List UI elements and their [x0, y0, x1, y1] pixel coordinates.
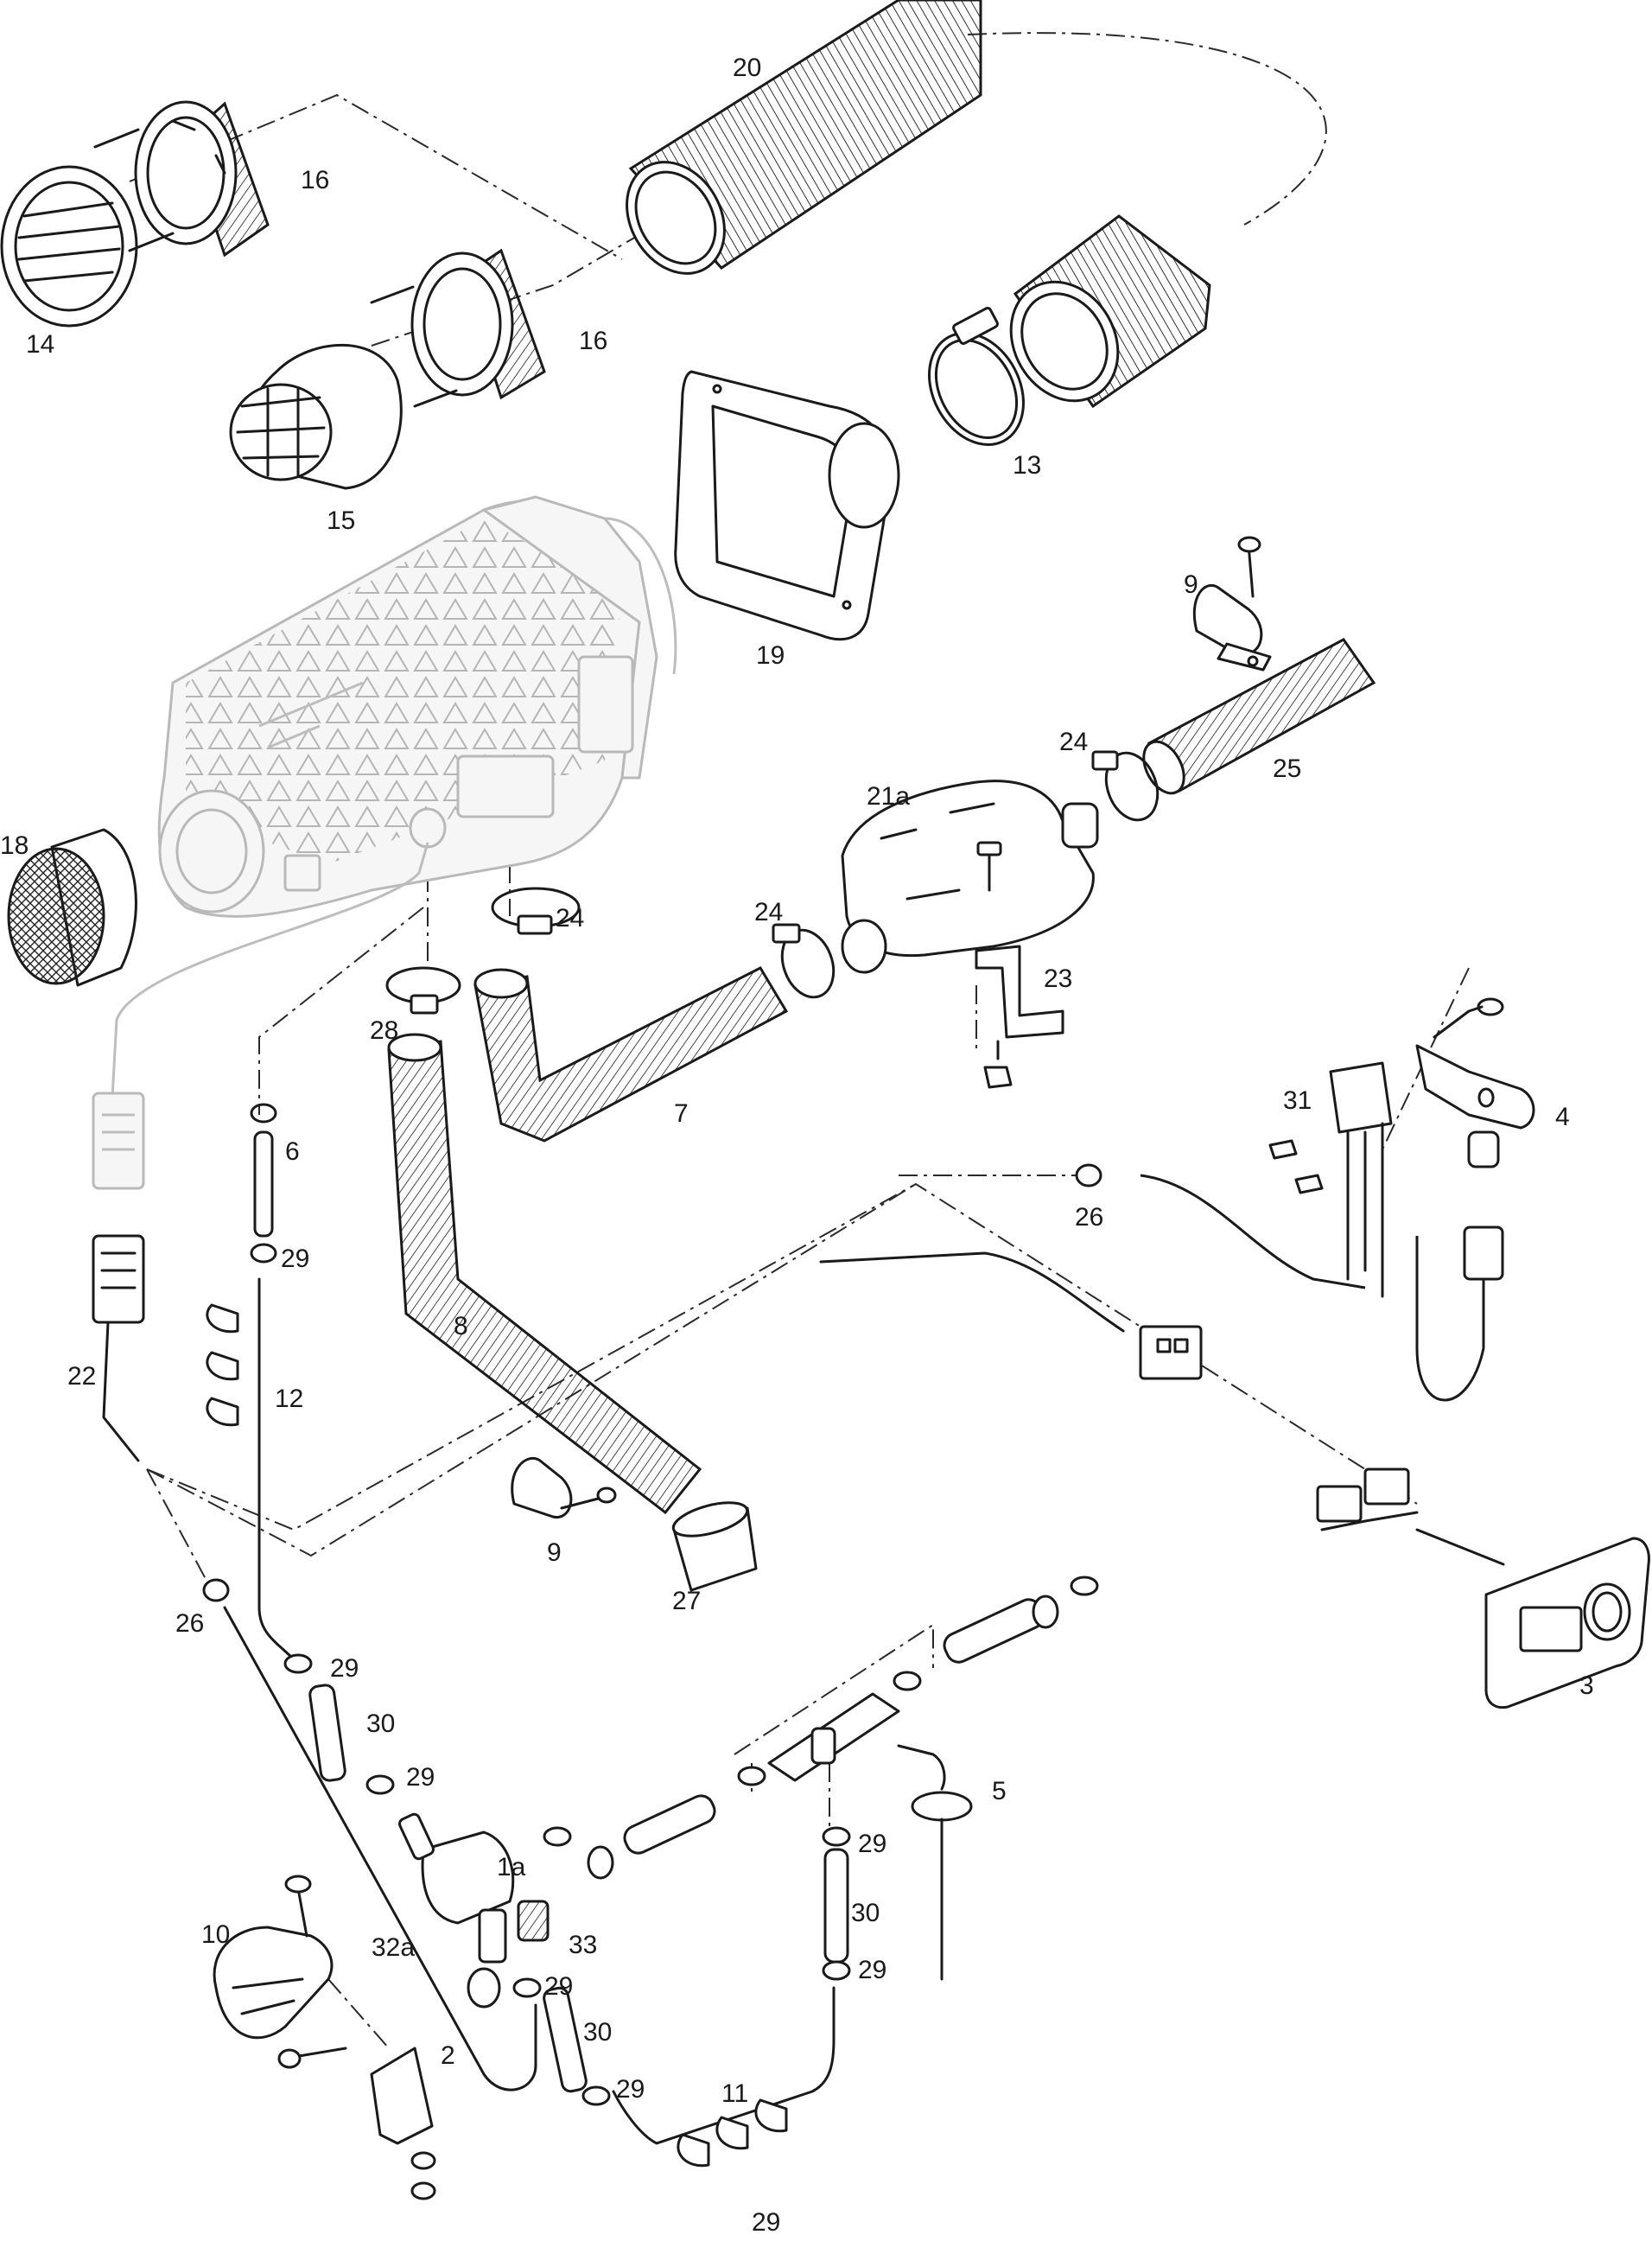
t-connector [767, 1692, 900, 1782]
callout-21a: 21a [867, 782, 910, 811]
pipe-clamp-9-upper [1192, 536, 1272, 672]
fuel-filter-33 [517, 1900, 550, 1942]
temperature-sensor [1415, 1130, 1504, 1402]
fuel-standpipe-5 [897, 1744, 973, 1981]
callout-20: 20 [733, 54, 761, 82]
callout-2: 2 [441, 2041, 455, 2070]
callout-24: 24 [1059, 728, 1088, 756]
callout-19: 19 [756, 641, 785, 670]
callout-24: 24 [754, 898, 783, 926]
callout-30: 30 [851, 1899, 880, 1927]
callout-24: 24 [556, 904, 584, 933]
fuel-line-11 [612, 1986, 836, 2145]
heater-unit-outline [92, 495, 677, 1190]
directional-vent-15 [229, 343, 403, 490]
control-cable [819, 1251, 1203, 1380]
callout-18: 18 [0, 831, 29, 860]
grommet-26-upper [1075, 1163, 1366, 1289]
cable-harness-22 [92, 1234, 145, 1462]
callout-32a: 32a [372, 1933, 415, 1962]
assembly-leader-lines [129, 32, 1470, 2049]
callout-27: 27 [672, 1587, 701, 1615]
duct-hose-20 [626, 0, 982, 275]
callout-29: 29 [858, 1956, 886, 1984]
control-panel-3 [1316, 1467, 1650, 1709]
callout-8: 8 [454, 1312, 468, 1340]
callout-23: 23 [1044, 965, 1072, 993]
callout-30: 30 [366, 1709, 395, 1738]
bracket-4 [1415, 997, 1535, 1130]
callout-14: 14 [26, 330, 54, 359]
callout-26: 26 [175, 1609, 204, 1638]
callout-1a: 1a [497, 1853, 526, 1881]
mounting-frame-19 [674, 370, 900, 641]
callout-25: 25 [1273, 754, 1301, 783]
callout-9: 9 [1184, 570, 1198, 599]
callout-31: 31 [1283, 1086, 1312, 1115]
tank-clamp-10 [213, 1875, 347, 2069]
callout-29: 29 [616, 2075, 645, 2104]
callout-12: 12 [275, 1385, 303, 1413]
callout-29: 29 [330, 1654, 359, 1683]
callout-29: 29 [406, 1763, 435, 1792]
bracket-23 [975, 945, 1064, 1089]
callout-28: 28 [370, 1016, 398, 1045]
callout-15: 15 [327, 506, 355, 535]
fuel-hoses-30 [308, 1595, 1059, 2093]
callout-29: 29 [752, 2208, 780, 2237]
callout-9: 9 [547, 1538, 562, 1567]
callout-29: 29 [544, 1972, 573, 2001]
callout-6: 6 [285, 1137, 300, 1166]
fuel-line-6-12 [206, 1103, 295, 1661]
pipe-clamp-9-lower [511, 1457, 617, 1518]
callout-22: 22 [67, 1362, 96, 1391]
callout-4: 4 [1555, 1103, 1570, 1131]
callout-5: 5 [992, 1777, 1007, 1805]
bracket-2 [370, 2047, 436, 2200]
callout-13: 13 [1013, 451, 1041, 480]
silencer-21a [841, 780, 1099, 974]
sleeve-27 [671, 1501, 758, 1592]
callout-29: 29 [281, 1245, 309, 1273]
vent-housing-16-lower [370, 248, 546, 408]
intake-screen-18 [7, 828, 137, 987]
callout-30: 30 [583, 2018, 612, 2047]
round-vent-grille-14 [0, 165, 138, 328]
vent-housing-16-upper [93, 100, 270, 258]
fuel-pump-1a [398, 1812, 515, 2009]
callout-33: 33 [569, 1931, 597, 1959]
callout-10: 10 [201, 1920, 230, 1949]
exhaust-hose-25 [1142, 638, 1376, 795]
duct-hose-20-end [1009, 214, 1211, 409]
hose-clamps-29 [283, 1576, 1099, 2168]
clamp-28 [385, 966, 461, 1015]
callout-16: 16 [579, 327, 607, 355]
callout-29: 29 [858, 1830, 886, 1858]
hose-clamp-24-right [1091, 750, 1160, 822]
exhaust-pipe-7 [473, 966, 789, 1143]
callout-11: 11 [721, 2079, 748, 2108]
callout-16: 16 [301, 166, 329, 194]
callout-3: 3 [1579, 1671, 1594, 1700]
intake-pipe-8 [387, 1033, 702, 1515]
callout-labels: 20 16 14 16 15 13 19 9 24 25 21a 18 24 2… [0, 54, 1594, 2237]
hose-clamp-24-left [772, 923, 836, 999]
callout-26: 26 [1075, 1203, 1103, 1232]
grommet-26-lower [202, 1578, 537, 2091]
callout-7: 7 [674, 1099, 689, 1128]
relay-31 [1268, 1061, 1393, 1298]
hose-clamp-13 [928, 307, 1025, 446]
hose-clamp-24-mid [491, 887, 581, 935]
